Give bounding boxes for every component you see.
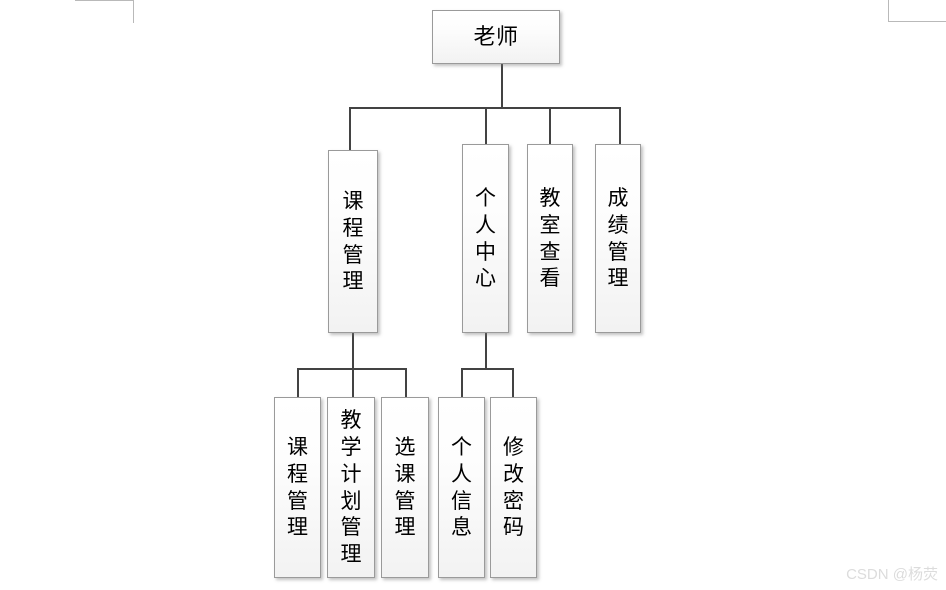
- connector-course-drop-1: [297, 368, 299, 398]
- connector-level2-drop-classroom: [549, 107, 551, 151]
- node-label: 教室查看: [539, 185, 561, 291]
- node-personal-info[interactable]: 个人信息: [438, 397, 485, 578]
- node-personal-center[interactable]: 个人中心: [462, 144, 509, 333]
- connector-level2-drop-course: [349, 107, 351, 151]
- node-label: 修改密码: [503, 434, 525, 540]
- node-label: 教学计划管理: [340, 407, 362, 567]
- node-classroom-view[interactable]: 教室查看: [527, 144, 573, 333]
- connector-personal-drop-2: [512, 368, 514, 398]
- node-root-teacher[interactable]: 老师: [432, 10, 560, 64]
- node-label: 成绩管理: [607, 185, 629, 291]
- node-label: 课程管理: [287, 434, 309, 540]
- connector-personal-drop: [485, 333, 487, 370]
- connector-course-drop: [352, 333, 354, 370]
- connector-level2-drop-personal: [485, 107, 487, 151]
- node-teaching-plan-management[interactable]: 教学计划管理: [327, 397, 375, 578]
- page-margin-mark-top-right-bar: [888, 21, 946, 22]
- node-label: 老师: [473, 23, 519, 49]
- page-margin-mark-top-right: [888, 0, 889, 22]
- node-change-password[interactable]: 修改密码: [490, 397, 537, 578]
- connector-personal-bus: [461, 368, 514, 370]
- connector-root-drop: [501, 64, 503, 109]
- csdn-watermark: CSDN @杨荧: [846, 566, 938, 583]
- node-score-management[interactable]: 成绩管理: [595, 144, 641, 333]
- node-label: 选课管理: [394, 434, 416, 540]
- connector-course-drop-3: [405, 368, 407, 398]
- connector-course-drop-2: [352, 368, 354, 398]
- node-label: 课程管理: [342, 188, 364, 294]
- node-course-selection-management[interactable]: 选课管理: [381, 397, 429, 578]
- node-course-management-sub[interactable]: 课程管理: [274, 397, 321, 578]
- connector-personal-drop-1: [461, 368, 463, 398]
- node-course-management[interactable]: 课程管理: [328, 150, 378, 333]
- node-label: 个人信息: [451, 434, 473, 540]
- connector-level2-drop-score: [619, 107, 621, 151]
- node-label: 个人中心: [475, 185, 497, 291]
- page-margin-mark-top-left: [75, 0, 134, 23]
